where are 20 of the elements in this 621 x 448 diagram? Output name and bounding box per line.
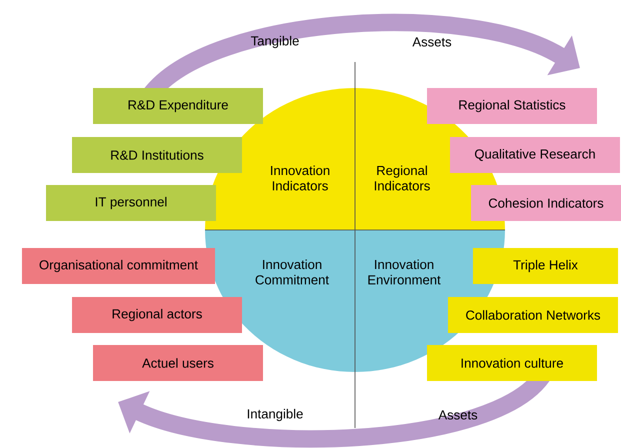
indicator-box: Regional actors bbox=[72, 297, 242, 333]
arrow-label: Assets bbox=[412, 37, 452, 47]
indicator-box: Triple Helix bbox=[472, 248, 618, 284]
indicator-box: Qualitative Research bbox=[450, 137, 620, 173]
node-label: Regional Indicators bbox=[374, 166, 430, 190]
node-label: Innovation Indicators bbox=[271, 166, 330, 190]
indicator-box: Cohesion Indicators bbox=[471, 185, 621, 221]
arrow-label: Assets bbox=[438, 410, 478, 420]
node-label: Innovation Commitment bbox=[256, 260, 329, 284]
indicator-box: Regional Statistics bbox=[427, 88, 597, 124]
indicator-box: Collaboration Networks bbox=[448, 297, 618, 333]
indicator-box: Organisational commitment bbox=[22, 248, 216, 284]
indicator-box: Innovation culture bbox=[427, 345, 597, 381]
indicator-box: IT personnel bbox=[46, 185, 216, 221]
node-label: Innovation Environment bbox=[368, 260, 441, 284]
indicator-box: R&D Expenditure bbox=[93, 88, 263, 124]
arrow-label: Intangible bbox=[248, 408, 303, 422]
indicator-box: R&D Institutions bbox=[72, 137, 242, 173]
arrow-label: Tangible bbox=[250, 36, 299, 48]
indicator-box: Actuel users bbox=[93, 345, 263, 381]
